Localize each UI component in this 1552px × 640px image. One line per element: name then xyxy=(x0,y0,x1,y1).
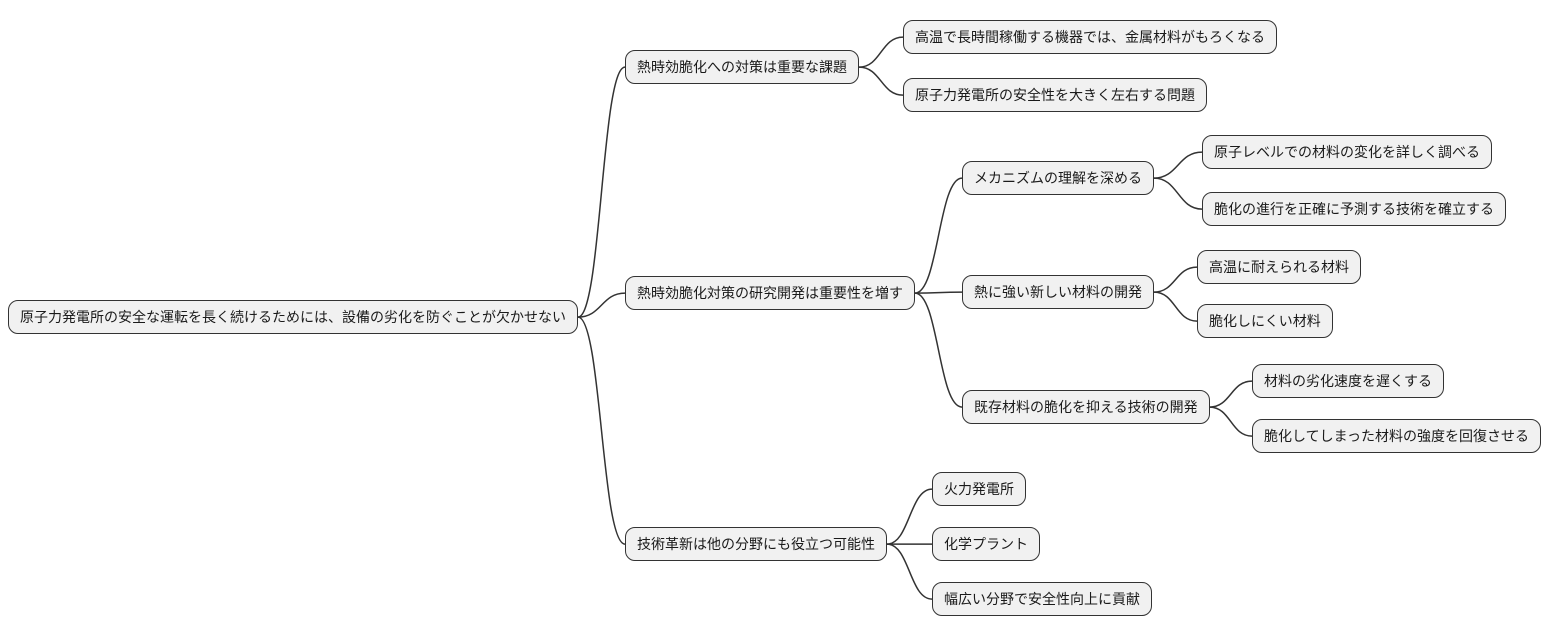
node-subbranch-mechanism-understanding: メカニズムの理解を深める xyxy=(962,161,1154,196)
node-branch-rnd-importance: 熱時効脆化対策の研究開発は重要性を増す xyxy=(625,276,915,311)
edge-connector xyxy=(886,488,933,545)
node-root-topic: 原子力発電所の安全な運転を長く続けるためには、設備の劣化を防ぐことが欠かせない xyxy=(8,300,578,335)
edge-connector xyxy=(914,291,963,294)
node-leaf-wide-field-safety-contribution: 幅広い分野で安全性向上に貢献 xyxy=(932,582,1152,617)
node-leaf-slow-degradation: 材料の劣化速度を遅くする xyxy=(1252,364,1444,399)
node-leaf-embrittlement-resistant-material: 脆化しにくい材料 xyxy=(1197,304,1333,339)
edge-connector xyxy=(1153,266,1198,293)
edge-connector xyxy=(1153,151,1203,179)
node-branch-other-fields-potential: 技術革新は他の分野にも役立つ可能性 xyxy=(625,527,887,562)
node-leaf-heat-resistant-material: 高温に耐えられる材料 xyxy=(1197,250,1361,285)
edge-connector xyxy=(1153,177,1203,210)
edge-connector xyxy=(914,177,963,294)
edge-connector xyxy=(577,292,626,318)
edge-connector xyxy=(577,66,626,318)
edge-connector xyxy=(1153,291,1198,322)
node-leaf-strength-recovery: 脆化してしまった材料の強度を回復させる xyxy=(1252,419,1542,454)
edge-connector xyxy=(914,292,963,408)
edge-connector xyxy=(1208,406,1253,437)
edge-connector xyxy=(858,36,904,68)
edge-connector xyxy=(858,66,904,96)
node-leaf-embrittlement-prediction: 脆化の進行を正確に予測する技術を確立する xyxy=(1202,192,1506,227)
edge-connector xyxy=(886,543,933,600)
node-branch-countermeasure-issue: 熱時効脆化への対策は重要な課題 xyxy=(625,50,859,85)
node-leaf-nuclear-safety-impact: 原子力発電所の安全性を大きく左右する問題 xyxy=(903,78,1207,113)
node-leaf-high-temp-equipment: 高温で長時間稼働する機器では、金属材料がもろくなる xyxy=(903,20,1277,55)
node-leaf-chemical-plant: 化学プラント xyxy=(932,527,1040,562)
node-subbranch-suppression-technology: 既存材料の脆化を抑える技術の開発 xyxy=(962,390,1210,425)
edge-connector xyxy=(577,316,626,545)
edge-connector xyxy=(1208,380,1253,408)
node-leaf-thermal-power-plant: 火力発電所 xyxy=(932,472,1026,507)
node-leaf-atomic-level-study: 原子レベルでの材料の変化を詳しく調べる xyxy=(1202,135,1492,170)
node-subbranch-new-material-development: 熱に強い新しい材料の開発 xyxy=(962,275,1154,310)
